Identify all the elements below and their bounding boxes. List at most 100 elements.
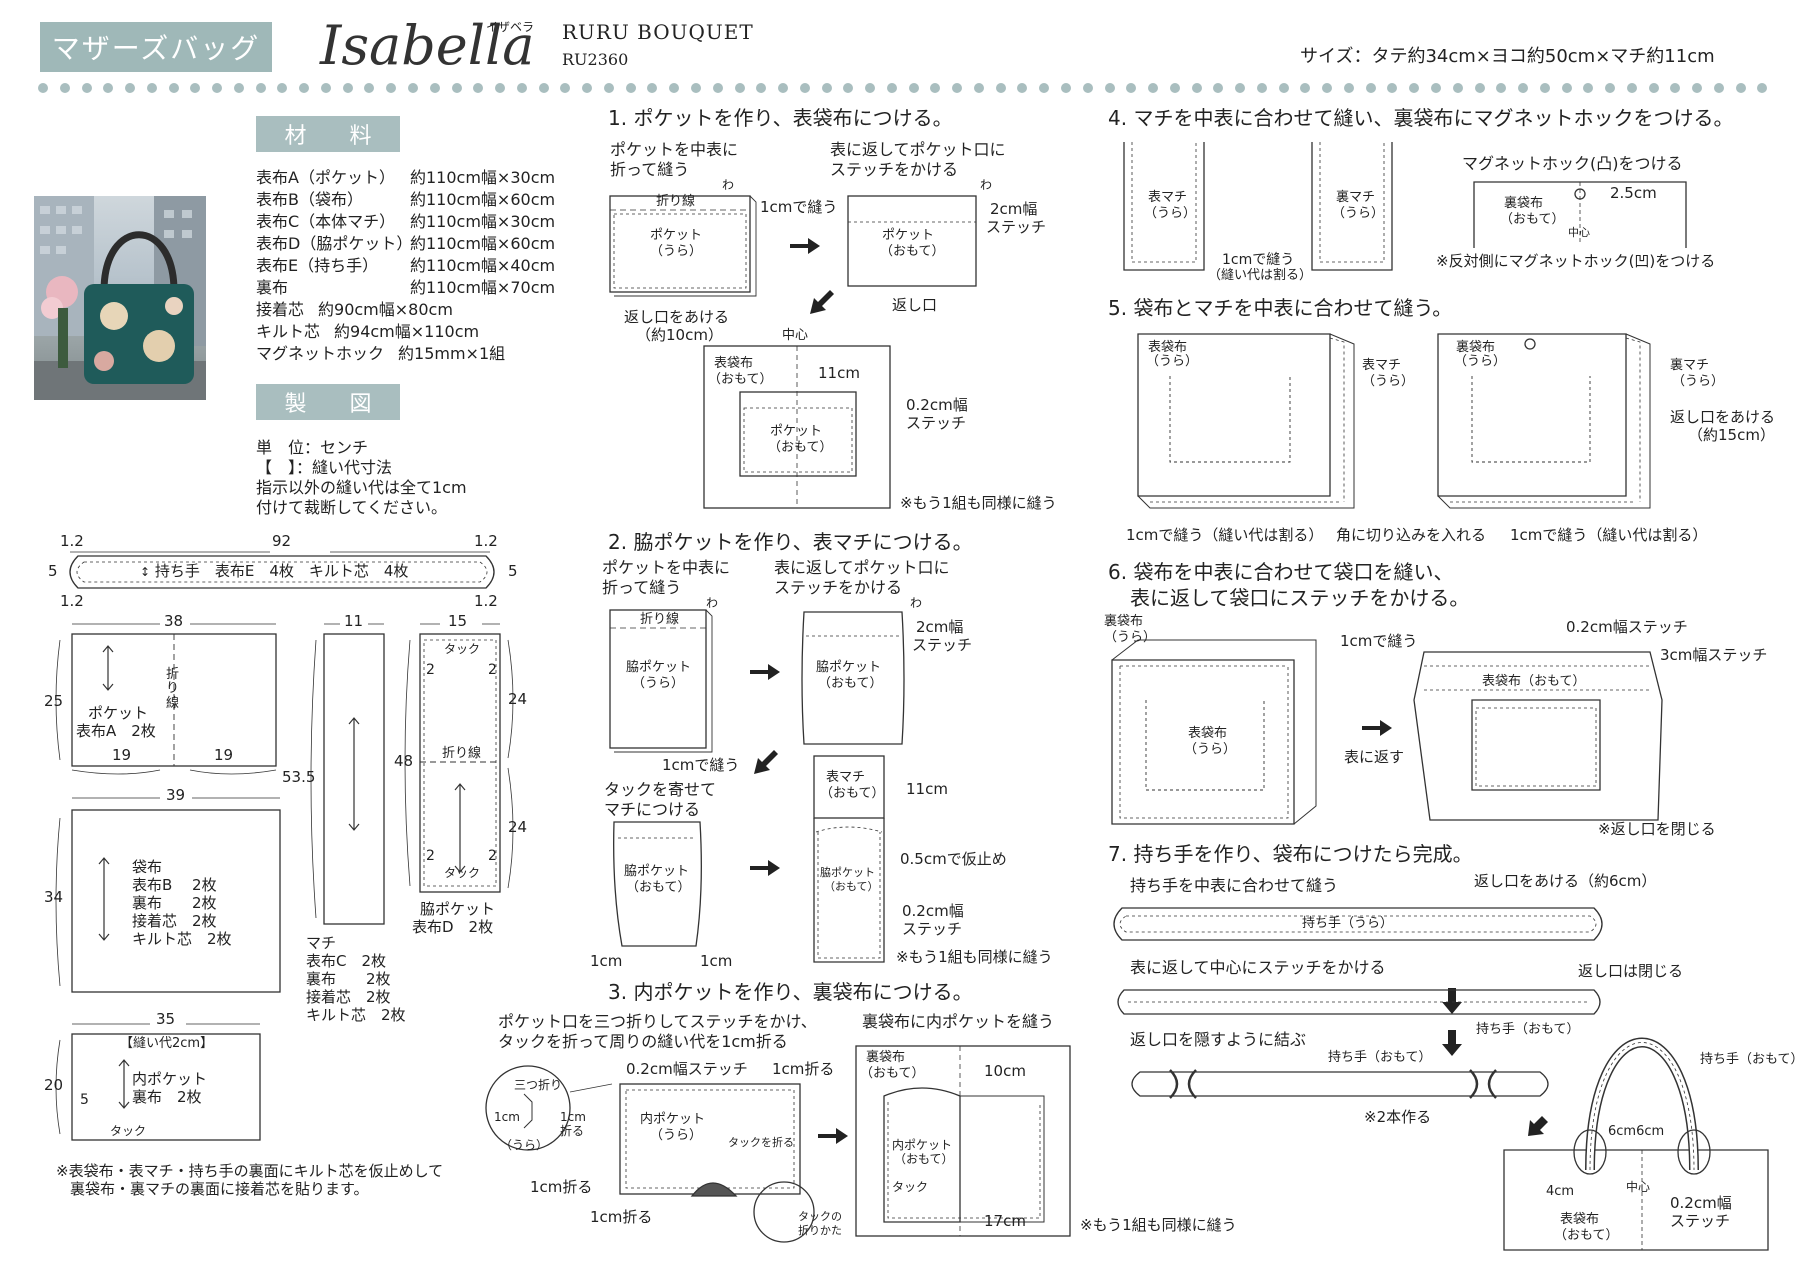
divider-dot bbox=[1626, 83, 1637, 93]
step6-obag: 表袋布 bbox=[1188, 726, 1228, 741]
bag-label-1: 袋布 bbox=[132, 858, 163, 876]
step2-b2: ステッチをかける bbox=[774, 578, 903, 597]
step2-wp-omote: 脇ポケット bbox=[816, 660, 882, 675]
pocket-fold-line: 折り線 bbox=[166, 667, 180, 711]
step4-note: ※反対側にマグネットホック(凹)をつける bbox=[1436, 252, 1716, 270]
divider-dot bbox=[1256, 83, 1267, 93]
divider-dot bbox=[1452, 83, 1463, 93]
step1-bag2: （おもて） bbox=[708, 372, 773, 387]
footnote-1: ※表袋布・表マチ・持ち手の裏面にキルト芯を仮止めして bbox=[56, 1162, 444, 1180]
divider-dot bbox=[516, 83, 527, 93]
divider-dot bbox=[1343, 83, 1354, 93]
handle-width-left: 5 bbox=[48, 562, 58, 580]
step2-st2a: 2cm幅 bbox=[916, 618, 964, 636]
step4-omachi: 表マチ bbox=[1148, 190, 1188, 205]
pocket-label-2: 表布A 2枚 bbox=[76, 722, 156, 740]
step2-wp-omote-2: 脇ポケット bbox=[624, 864, 690, 879]
divider-dot bbox=[1670, 83, 1681, 93]
divider-dot bbox=[1148, 83, 1159, 93]
divider-dot bbox=[1017, 83, 1028, 93]
step3-three: 三つ折り bbox=[514, 1078, 563, 1092]
divider-dot bbox=[1104, 83, 1115, 93]
pattern-heading: 製 図 bbox=[256, 384, 400, 420]
divider-dot bbox=[320, 83, 331, 93]
divider-dot bbox=[125, 83, 136, 93]
divider-dot bbox=[799, 83, 810, 93]
divider-dot bbox=[1474, 83, 1485, 93]
step5-notch: 角に切り込みを入れる bbox=[1336, 526, 1487, 544]
material-amount: 約15mm×1組 bbox=[398, 344, 506, 363]
step3-c1fold-top: 1cm折る bbox=[772, 1060, 835, 1078]
step2-tuck2: マチにつける bbox=[604, 800, 701, 819]
step1-kaeshi: 返し口 bbox=[892, 296, 938, 314]
step1-fold: 折り線 bbox=[656, 194, 696, 209]
step4-split: （縫い代は割る） bbox=[1208, 268, 1313, 283]
step2-sew1: 1cmで縫う bbox=[662, 756, 740, 774]
step6-sew1: 1cmで縫う bbox=[1340, 632, 1418, 650]
step1-sew1: 1cmで縫う bbox=[760, 198, 838, 216]
step2-b1: 表に返してポケット口に bbox=[774, 558, 950, 577]
divider-dot bbox=[1235, 83, 1246, 93]
brand-kana: イザベラ bbox=[486, 20, 535, 34]
divider-dot bbox=[908, 83, 919, 93]
divider-dot bbox=[1322, 83, 1333, 93]
step7-open: 返し口をあける（約6cm） bbox=[1474, 872, 1657, 890]
innerpocket-height: 20 bbox=[44, 1076, 64, 1094]
category-badge: マザーズバッグ bbox=[40, 22, 272, 72]
step7-h-omote-3: 持ち手（おもて） bbox=[1700, 1052, 1800, 1067]
step1-st2b: ステッチ bbox=[986, 218, 1047, 236]
step2-omote-3: （おもて） bbox=[824, 880, 879, 893]
step1-pocket-omote: ポケット bbox=[882, 228, 935, 243]
step5-ura-1: （うら） bbox=[1146, 354, 1199, 369]
step2-st02a: 0.2cm幅 bbox=[902, 902, 964, 920]
sidepocket-tuck-bottom: タック bbox=[444, 866, 481, 880]
step2-wa-2: わ bbox=[910, 596, 923, 610]
divider-dot bbox=[712, 83, 723, 93]
step2-c1-right: 1cm bbox=[700, 952, 733, 970]
step5-ubag: 裏袋布 bbox=[1456, 340, 1496, 355]
step1-open2: （約10cm） bbox=[636, 326, 723, 344]
material-amount: 約110cm幅×70cm bbox=[410, 278, 556, 297]
divider-dot bbox=[1039, 83, 1050, 93]
step3-title: 3. 内ポケットを作り、裏袋布につける。 bbox=[608, 980, 973, 1004]
gusset-label-1: 表布C 2枚 bbox=[306, 952, 387, 970]
step3-st02: 0.2cm幅ステッチ bbox=[626, 1060, 748, 1078]
divider-dot bbox=[299, 83, 310, 93]
divider-dot bbox=[973, 83, 984, 93]
pocket-height: 25 bbox=[44, 692, 64, 710]
divider-dot bbox=[212, 83, 223, 93]
divider-dot bbox=[38, 83, 48, 93]
step5-ura-2: （うら） bbox=[1362, 374, 1415, 389]
step3-c1: 1cm bbox=[494, 1110, 520, 1124]
step2-a1: ポケットを中表に bbox=[602, 558, 731, 577]
step4-center: 中心 bbox=[1568, 226, 1590, 239]
material-row: 表布B（袋布）約110cm幅×60cm bbox=[256, 190, 555, 209]
material-amount: 約110cm幅×30cm bbox=[410, 212, 556, 231]
material-name: 表布A（ポケット） bbox=[256, 168, 395, 187]
step6-title-1: 6. 袋布を中表に合わせて袋口を縫い、 bbox=[1108, 560, 1454, 584]
innerpocket-label-1: 内ポケット bbox=[132, 1070, 208, 1088]
step7-st02a: 0.2cm幅 bbox=[1670, 1194, 1732, 1212]
step4-umachi: 裏マチ bbox=[1336, 190, 1376, 205]
gusset-label-0: マチ bbox=[306, 934, 337, 952]
step5-omachi: 表マチ bbox=[1362, 358, 1402, 373]
step6-title-2: 表に返して袋口にステッチをかける。 bbox=[1130, 586, 1470, 610]
step1-m11: 11cm bbox=[818, 364, 860, 382]
step7-a: 持ち手を中表に合わせて縫う bbox=[1130, 876, 1339, 895]
step3-urabag2: （おもて） bbox=[860, 1066, 925, 1081]
handle-corner-top-right: 1.2 bbox=[474, 532, 498, 550]
step7-title: 7. 持ち手を作り、袋布につけたら完成。 bbox=[1108, 842, 1473, 866]
material-name: キルト芯 bbox=[256, 322, 321, 341]
step6-st02: 0.2cm幅ステッチ bbox=[1566, 618, 1688, 636]
material-amount: 約110cm幅×30cm bbox=[410, 168, 556, 187]
innerpocket-tuck: タック bbox=[110, 1124, 147, 1138]
step1-st2a: 2cm幅 bbox=[990, 200, 1038, 218]
divider-dot bbox=[778, 83, 789, 93]
step4-mag: マグネットホック(凸)をつける bbox=[1462, 154, 1683, 173]
gusset-label-4: キルト芯 2枚 bbox=[306, 1006, 406, 1024]
collection-name: RURU BOUQUET bbox=[562, 20, 754, 44]
step1-b1: 表に返してポケット口に bbox=[830, 140, 1006, 159]
step1-st02a: 0.2cm幅 bbox=[906, 396, 968, 414]
material-amount: 約90cm幅×80cm bbox=[318, 300, 453, 319]
